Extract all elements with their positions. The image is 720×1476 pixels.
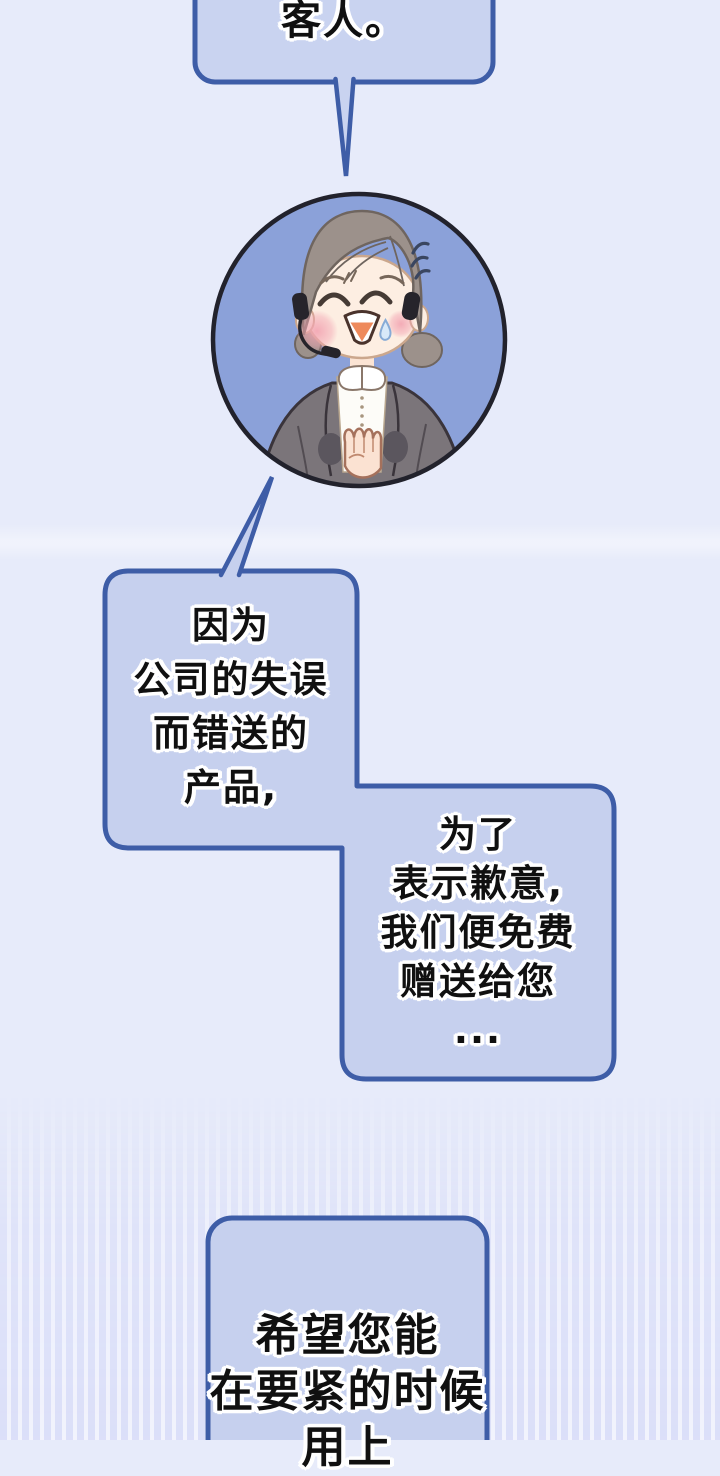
speech-line: 表示歉意, bbox=[391, 862, 565, 905]
background-light-band bbox=[0, 524, 720, 560]
speech-line: 赠送给您 bbox=[400, 960, 556, 1003]
motion-marks bbox=[410, 241, 431, 280]
speech-line: 希望您能 bbox=[255, 1310, 440, 1361]
speech-line: 产品, bbox=[183, 766, 279, 809]
speech-line: 公司的失误 bbox=[133, 658, 329, 701]
headset-earpiece bbox=[292, 292, 310, 321]
speech-line: 而错送的 bbox=[153, 712, 309, 755]
speech-bubble-right-text: 为了 表示歉意, 我们便免费 赠送给您 ... bbox=[342, 810, 614, 1055]
speech-line: ... bbox=[453, 1009, 503, 1052]
speech-bubble-left-text: 因为 公司的失误 而错送的 产品, bbox=[105, 599, 357, 815]
sweat-drop bbox=[379, 317, 392, 341]
speech-bubble-bottom-text: 希望您能 在要紧的时候 用上 bbox=[208, 1308, 487, 1476]
speech-line: 为了 bbox=[439, 813, 517, 856]
speech-line: 我们便免费 bbox=[380, 911, 576, 954]
blush bbox=[296, 310, 338, 352]
speech-bubble-top-tail bbox=[333, 76, 356, 177]
speech-bubble-top bbox=[192, 0, 496, 177]
customer-service-agent-portrait bbox=[210, 191, 508, 489]
headset-boom bbox=[298, 316, 327, 356]
speech-line: 在要紧的时候 bbox=[209, 1366, 486, 1417]
collar bbox=[337, 364, 363, 391]
comic-artwork bbox=[102, 0, 617, 1440]
speech-line: 因为 bbox=[192, 604, 270, 647]
speech-bubble-top-text: 客人。 bbox=[195, 0, 493, 46]
speech-line: 客人。 bbox=[281, 0, 407, 44]
clasped-hands bbox=[343, 427, 383, 479]
speech-bubble-bottom bbox=[205, 1215, 490, 1440]
hair bbox=[300, 209, 423, 336]
speech-bubble-left-tail bbox=[218, 475, 275, 578]
eyebrows bbox=[319, 274, 405, 285]
speech-bubble-left-right bbox=[102, 475, 617, 1082]
headset-mic bbox=[321, 345, 341, 359]
speech-line: 用上 bbox=[301, 1422, 394, 1473]
closed-eyes bbox=[317, 290, 393, 307]
